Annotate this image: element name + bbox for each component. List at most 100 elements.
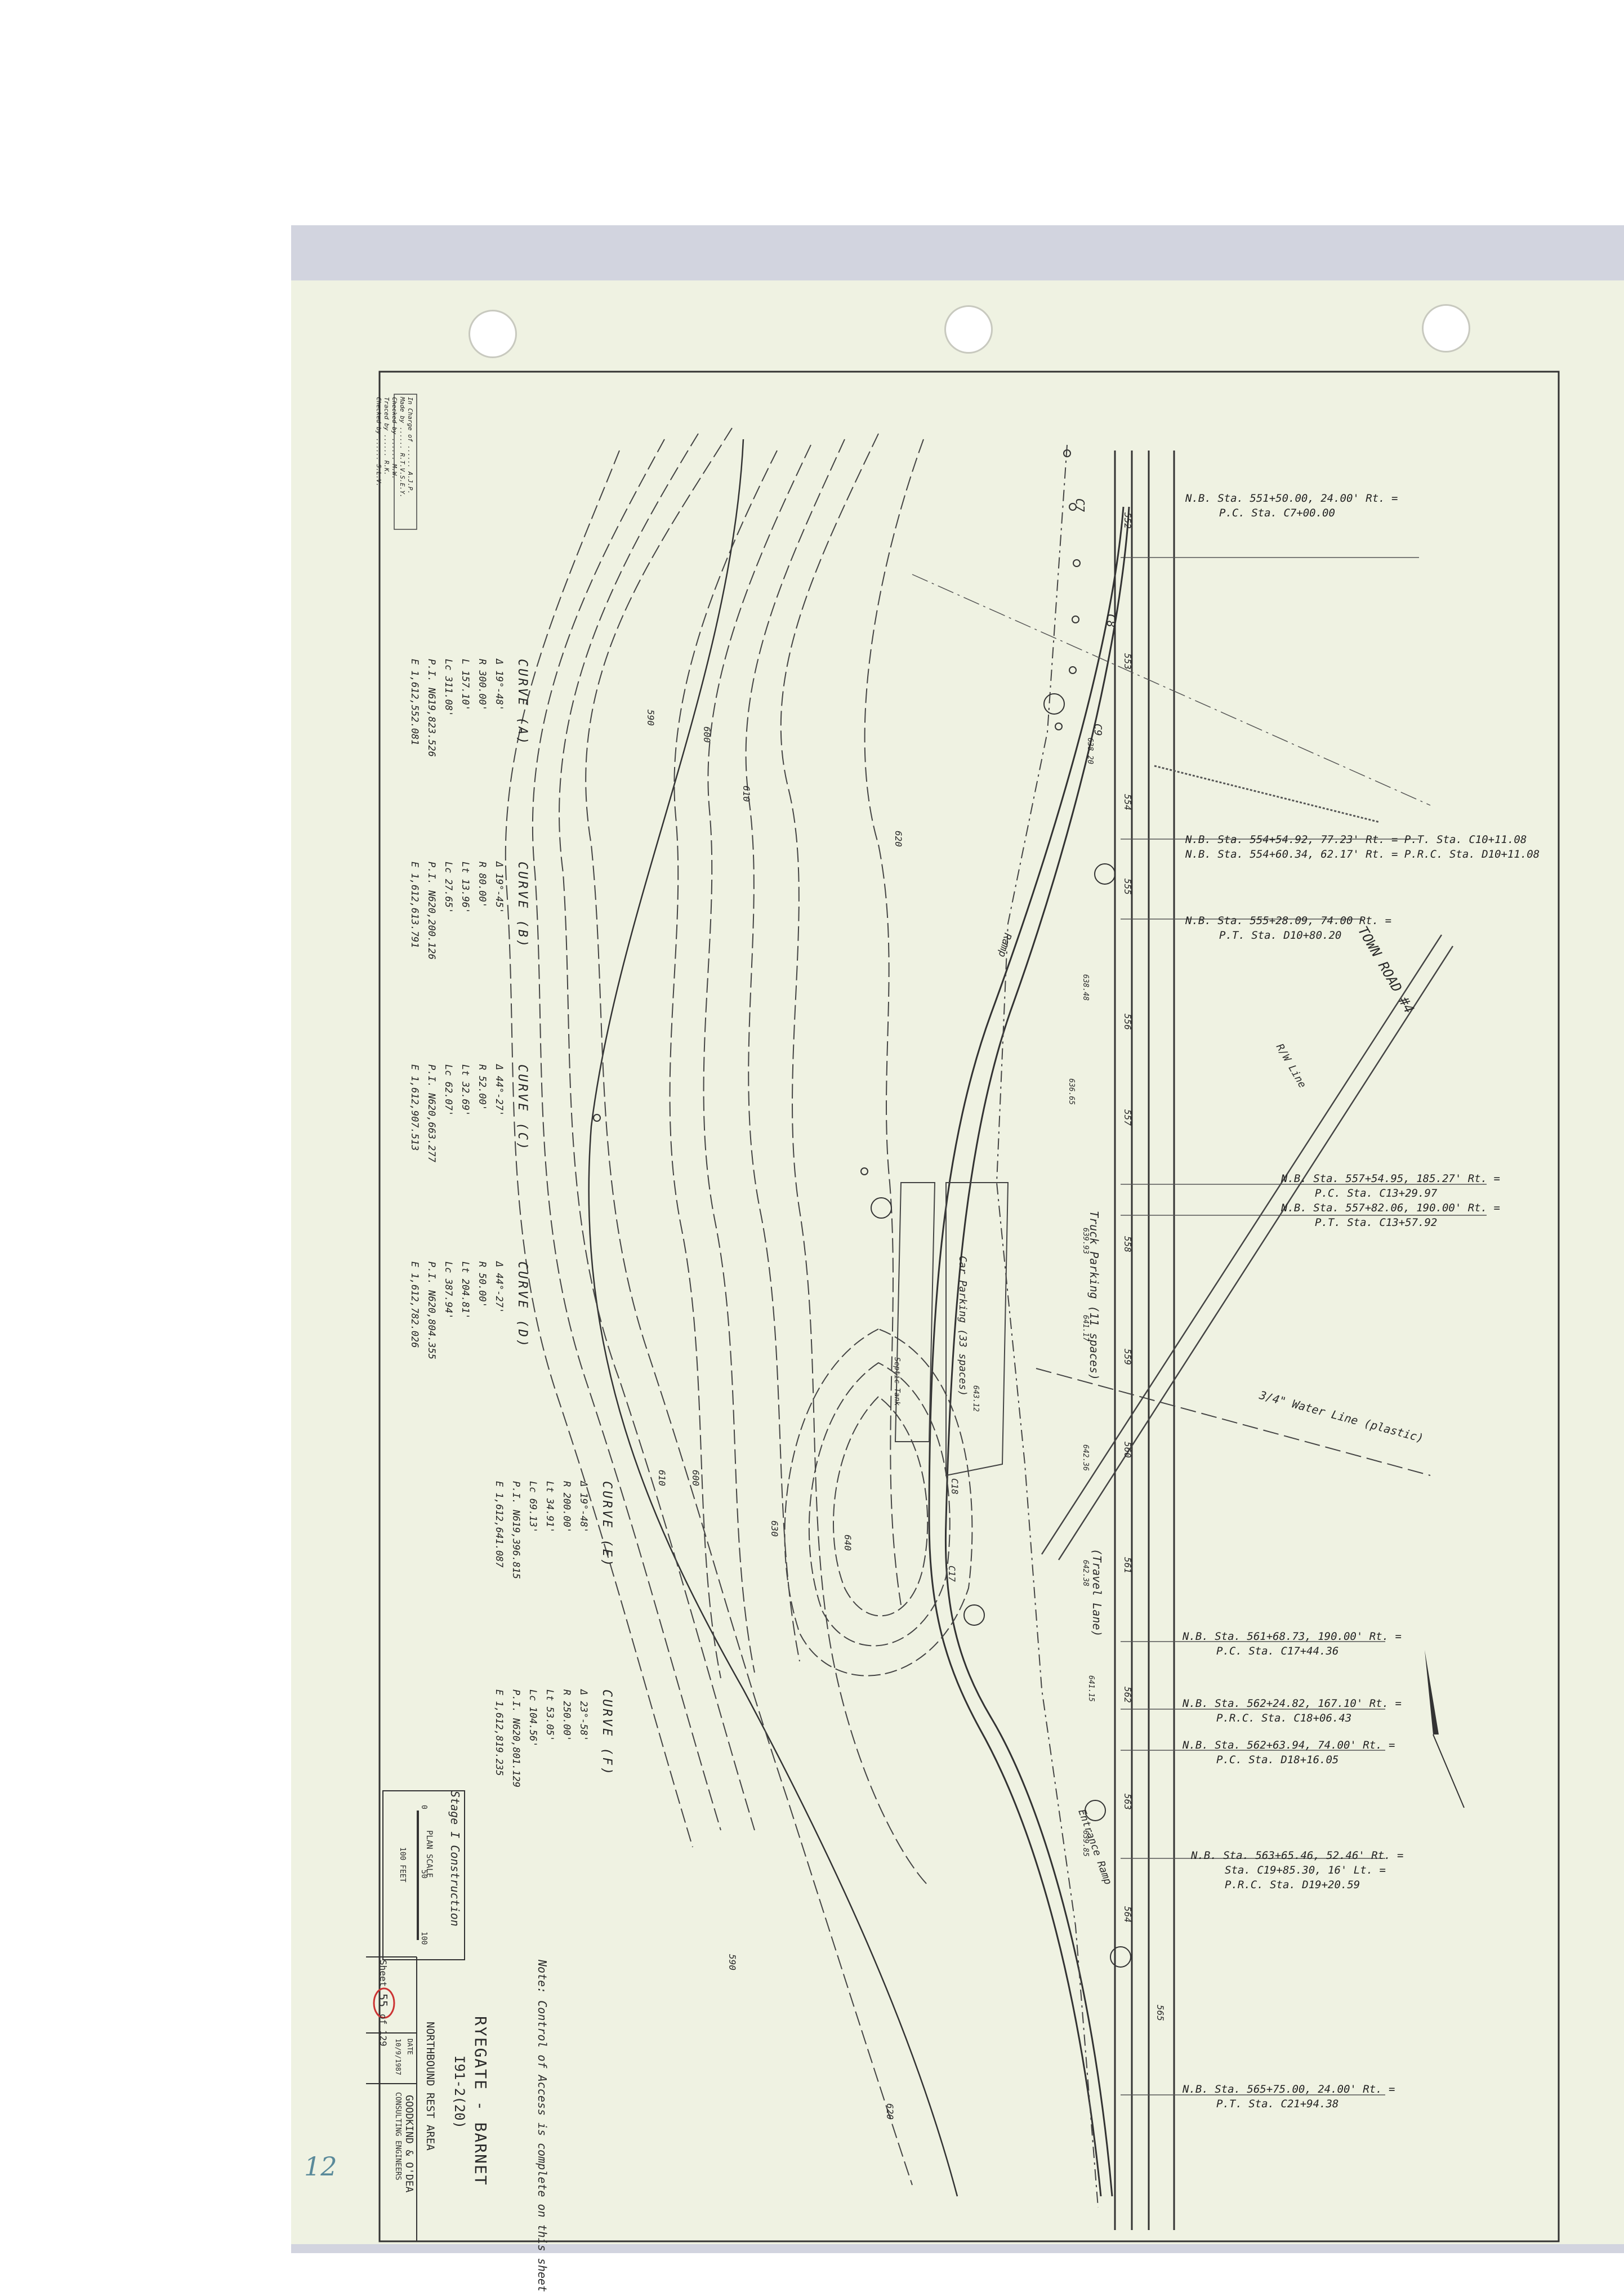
scale-tick-100: 100 <box>420 1932 428 1945</box>
sheet-of: of 129 <box>378 2014 389 2046</box>
septic-tank-label: Septic Tank <box>893 1357 901 1406</box>
contour-label: 600 <box>690 1470 701 1486</box>
contour-label: 620 <box>893 831 904 847</box>
spot-elevation: 639.93 <box>1081 1228 1090 1254</box>
station-561: 561 <box>1122 1557 1133 1573</box>
scan-bottom-band <box>291 2244 1624 2253</box>
station-callout-5: N.B. Sta. 557+82.06, 190.00' Rt. =P.T. S… <box>1281 1202 1500 1229</box>
station-callout-9: N.B. Sta. 563+65.46, 52.46' Rt. =Sta. C1… <box>1191 1849 1404 1891</box>
curve-f-data: CURVE (F) Δ 23°-58'R 250.00' Lt 53.05'Lc… <box>493 1689 614 1787</box>
curve-d-data: CURVE (D) Δ 44°-27'R 50.00' Lt 204.81'Lc… <box>409 1261 529 1359</box>
station-callout-8: N.B. Sta. 562+63.94, 74.00' Rt. =P.C. St… <box>1183 1739 1395 1766</box>
station-558: 558 <box>1122 1236 1133 1252</box>
north-arrow-shaft <box>1433 1734 1465 1808</box>
project-title: RYEGATE - BARNET <box>471 2016 490 2186</box>
spot-elevation: 639.85 <box>1081 1830 1090 1857</box>
station-callout-1: N.B. Sta. 551+50.00, 24.00' Rt. =P.C. St… <box>1185 492 1398 519</box>
station-556: 556 <box>1122 1014 1133 1030</box>
station-555: 555 <box>1122 879 1133 895</box>
station-563: 563 <box>1122 1794 1133 1810</box>
town-road <box>1041 934 1454 1560</box>
contour-label: 610 <box>741 786 752 802</box>
utility-line <box>912 574 1431 806</box>
contour-label: 620 <box>885 2103 895 2120</box>
sheet-prefix: Sheet <box>378 1960 389 1987</box>
curve-c-data: CURVE (C) Δ 44°-27'R 52.00' Lt 32.69'Lc … <box>409 1064 529 1162</box>
scale-units: 100 FEET <box>398 1847 407 1883</box>
survey-points <box>593 449 1131 1968</box>
firm-name: GOODKIND & O'DEA <box>403 2095 415 2193</box>
stage-label: Stage I Construction <box>448 1791 462 1927</box>
credits-block: In Charge of ...... A.J.P. Made by .....… <box>375 397 414 498</box>
curve-c17-label: C17 <box>947 1566 957 1582</box>
travel-lane-label: (Travel Lane) <box>1090 1549 1104 1637</box>
station-562: 562 <box>1122 1687 1133 1703</box>
drawing-sheet <box>291 280 1624 2244</box>
access-note: Note: Control of Access is complete on t… <box>536 1960 549 2292</box>
scale-box <box>382 1790 465 1960</box>
spot-elevation: 641.15 <box>1087 1675 1095 1702</box>
curve-e-data: CURVE (E) Δ 19°-48'R 200.00' Lt 34.91'Lc… <box>493 1481 614 1579</box>
curve-c8-label: C8 <box>1104 614 1118 628</box>
curve-a-data: CURVE (A) Δ 19°-48'R 300.00' L 157.10'Lc… <box>409 659 529 757</box>
station-554: 554 <box>1122 794 1133 810</box>
curve-c18-label: C18 <box>949 1478 960 1495</box>
spot-elevation: 638.48 <box>1081 974 1090 1001</box>
scale-tick-50: 50 <box>420 1870 428 1879</box>
parking-areas <box>894 1182 1009 1477</box>
credits-box <box>394 394 417 530</box>
row-line-east <box>996 444 1099 2208</box>
station-559: 559 <box>1122 1349 1133 1365</box>
car-parking-label: Car Parking (33 spaces) <box>957 1256 969 1397</box>
station-553: 553 <box>1122 653 1133 670</box>
title-block-lines <box>366 1956 417 2241</box>
spot-elevation: 643.12 <box>971 1385 980 1412</box>
station-callout-3: N.B. Sta. 555+28.09, 74.00 Rt. =P.T. Sta… <box>1185 915 1392 942</box>
station-callout-4: N.B. Sta. 557+54.95, 185.27' Rt. =P.C. S… <box>1281 1172 1500 1199</box>
sheet-number: 55 <box>376 1994 390 2008</box>
north-arrow-icon <box>1425 1650 1439 1734</box>
contour-label: 630 <box>769 1520 780 1537</box>
station-564: 564 <box>1122 1906 1133 1923</box>
curve-c9-label: C9 <box>1092 724 1104 736</box>
binder-hole-left <box>469 310 517 358</box>
area-name: NORTHBOUND REST AREA <box>424 2022 436 2151</box>
scale-tick-0: 0 <box>420 1805 428 1809</box>
station-560: 560 <box>1122 1442 1133 1458</box>
ramp-alignments <box>928 506 1130 2197</box>
curve-c7-label: C7 <box>1073 498 1087 512</box>
station-552: 552 <box>1122 512 1133 529</box>
drawing-border <box>378 371 1560 2242</box>
contour-label: 640 <box>842 1535 853 1551</box>
spot-elevation: 641.17 <box>1081 1315 1090 1341</box>
handwritten-page-number: 12 <box>304 2151 337 2182</box>
station-callout-6: N.B. Sta. 561+68.73, 190.00' Rt. =P.C. S… <box>1183 1630 1402 1657</box>
firm-subtitle: CONSULTING ENGINEERS <box>394 2092 402 2180</box>
spot-elevation: 642.36 <box>1081 1444 1090 1471</box>
spot-elevation: 638.20 <box>1086 738 1094 764</box>
mainline-highway <box>1114 451 1175 2230</box>
contour-label: 590 <box>645 710 656 726</box>
station-557: 557 <box>1122 1109 1133 1126</box>
contour-label: 600 <box>702 726 712 743</box>
scan-top-band <box>291 225 1624 282</box>
knoll-contours <box>784 1328 973 1676</box>
sheet-number-circle <box>373 1987 395 2019</box>
station-callout-2: N.B. Sta. 554+54.92, 77.23' Rt. = P.T. S… <box>1185 833 1540 860</box>
contour-label: 590 <box>727 1954 738 1970</box>
date-value: 10/9/1987 <box>394 2039 402 2076</box>
fence-line <box>1154 765 1380 823</box>
station-callout-7: N.B. Sta. 562+24.82, 167.10' Rt. =P.R.C.… <box>1183 1697 1402 1724</box>
curve-b-data: CURVE (B) Δ 19°-45'R 80.00' Lt 13.96'Lc … <box>409 862 529 960</box>
binder-hole-center <box>944 305 993 354</box>
date-label: DATE <box>406 2039 414 2055</box>
project-number: I91-2(20) <box>452 2055 467 2129</box>
contour-label: 610 <box>657 1470 667 1486</box>
spot-elevation: 636.65 <box>1067 1078 1076 1105</box>
spot-elevation: 642.38 <box>1081 1560 1090 1586</box>
row-line-west <box>588 439 958 2197</box>
station-ticks <box>1121 557 1487 2095</box>
station-callout-10: N.B. Sta. 565+75.00, 24.00' Rt. =P.T. St… <box>1183 2083 1395 2110</box>
contour-lines <box>505 427 930 2186</box>
